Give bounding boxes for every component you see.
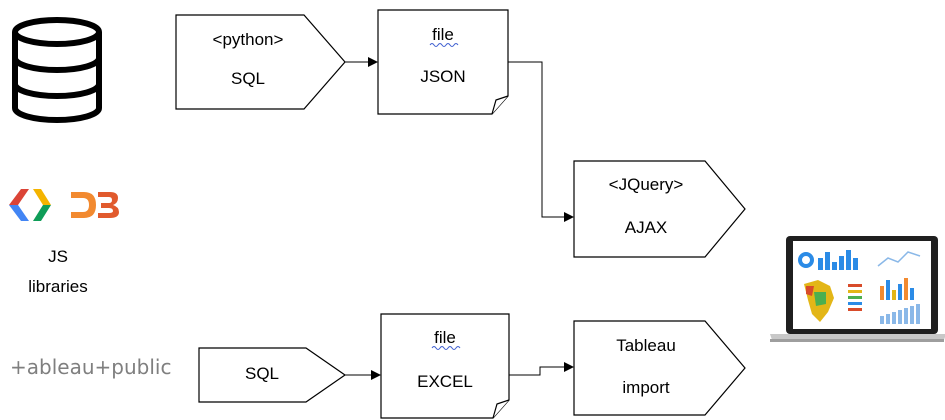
arrow-excel-to-tableau [509,362,574,376]
file-json-line1: file [432,25,454,44]
js-libraries-label-line2: libraries [28,277,88,296]
spellcheck-squiggle [431,346,461,350]
sql-node [198,347,347,403]
file-excel-line2: EXCEL [417,372,473,391]
jquery-ajax-node [573,160,746,258]
laptop-dashboard-icon [770,236,945,342]
tableau-import-node [573,320,746,416]
jquery-ajax-line2: AJAX [625,218,668,237]
database-icon [12,17,102,123]
sql-line1: SQL [245,364,279,383]
arrow-json-to-ajax [508,61,574,222]
tableau-import-line1: Tableau [616,336,676,355]
tableau-import-line2: import [622,378,670,397]
jquery-ajax-line1: <JQuery> [609,175,684,194]
tableau-public-logo: +ableau+public [10,355,171,379]
python-sql-line2: SQL [231,69,265,88]
google-charts-icon [9,189,51,221]
spellcheck-squiggle [429,43,459,47]
file-excel-line1: file [434,328,456,347]
file-json-line2: JSON [420,67,465,86]
python-sql-node [175,14,346,110]
js-libraries-label-line1: JS [48,247,68,266]
d3-icon [71,192,119,218]
python-sql-line1: <python> [213,30,284,49]
